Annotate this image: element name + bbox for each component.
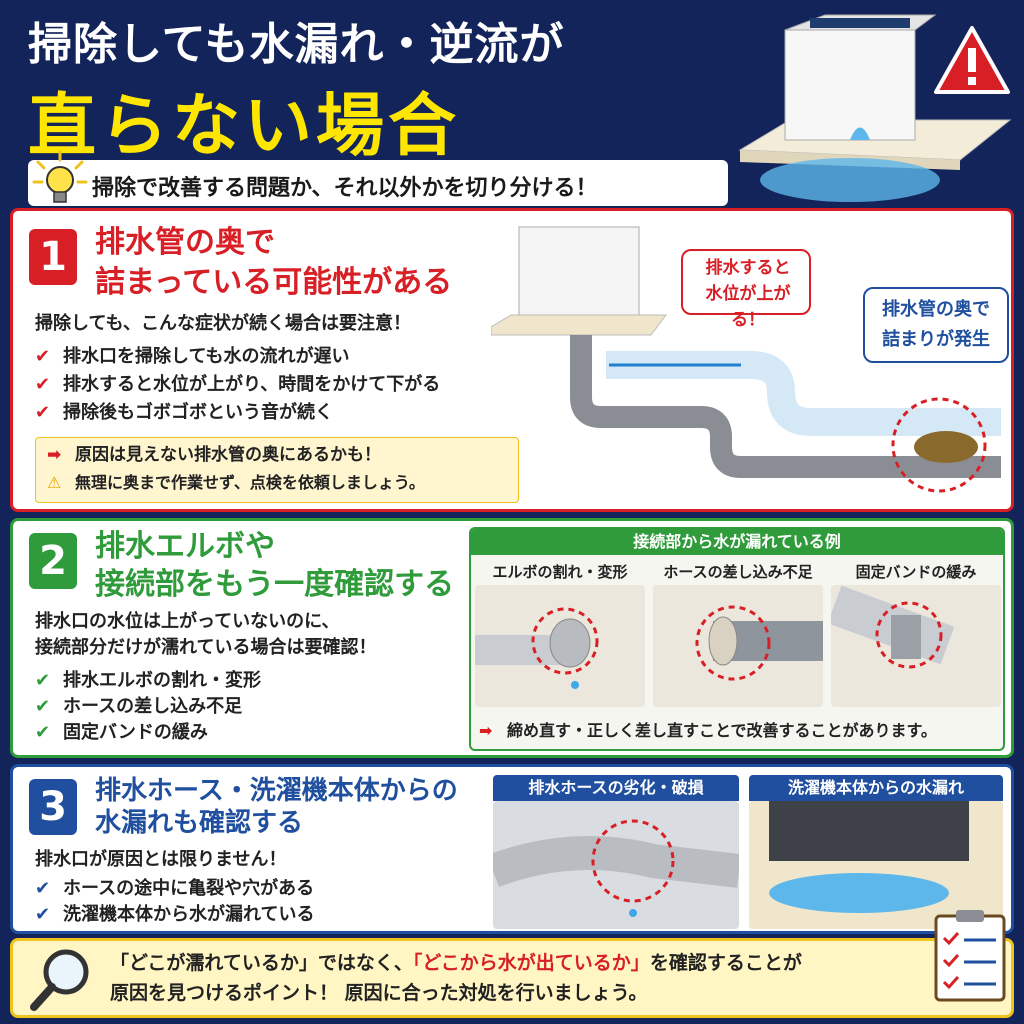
subtitle: 掃除で改善する問題か、それ以外かを切り分ける！ <box>92 176 598 201</box>
washing-machine-illustration <box>738 14 1012 202</box>
check-icon: ✔ <box>35 696 51 717</box>
section-3-number: 3 <box>29 779 77 835</box>
section-1-panel: 1 排水管の奥で 詰まっている可能性がある 掃除しても、こんな症状が続く場合は要… <box>10 208 1014 512</box>
section-2-title-line1: 排水エルボや <box>95 529 275 564</box>
section-1-check-1: ✔排水口を掃除しても水の流れが遅い <box>35 343 350 371</box>
checklist-icon <box>934 910 1006 1002</box>
bubble-left-text: 排水すると水位が上がる！ <box>705 258 791 330</box>
photo-2-label: 洗濯機本体からの水漏れ <box>749 775 1003 801</box>
footer-text: 「どこが濡れているか」ではなく、「どこから水が出ているか」を確認することが 原因… <box>110 952 802 1004</box>
magnifier-icon <box>30 949 89 1011</box>
check-icon: ✔ <box>35 346 51 367</box>
lightbulb-icon <box>32 150 88 203</box>
speech-bubble-left <box>681 249 811 315</box>
section-2-check-3: ✔固定バンドの緩み <box>35 719 208 747</box>
title-line2: 直らない場合 <box>28 87 461 166</box>
example-2-caption: ホースの差し込み不足 <box>663 563 813 581</box>
section-1-title-line2: 詰まっている可能性がある <box>95 265 453 300</box>
examples-header: 接続部から水が漏れている例 <box>471 529 1003 555</box>
section-1-check-3: ✔掃除後もゴボゴボという音が続く <box>35 399 333 427</box>
check-icon: ✔ <box>35 402 51 423</box>
section-2-panel: 2 排水エルボや 接続部をもう一度確認する 排水口の水位は上がっていないのに、 … <box>10 518 1014 758</box>
warning-icon <box>934 26 1010 94</box>
section-2-description-line1: 排水口の水位は上がっていないのに、 <box>35 611 340 632</box>
section-1-check-2: ✔排水すると水位が上がり、時間をかけて下がる <box>35 371 440 399</box>
check-icon: ✔ <box>35 670 51 691</box>
arrow-right-icon: ➡ <box>479 721 493 740</box>
section-3-panel: 3 排水ホース・洗濯機本体からの 水漏れも確認する 排水口が原因とは限りません！… <box>10 764 1014 934</box>
section-1-cause-note: ➡原因は見えない排水管の奥にあるかも！ <box>47 441 381 469</box>
warning-small-icon: ⚠ <box>47 473 62 492</box>
section-2-check-2: ✔ホースの差し込み不足 <box>35 693 242 721</box>
example-2-photo <box>653 585 823 707</box>
example-1-caption: エルボの割れ・変形 <box>492 563 628 581</box>
title-line1: 掃除しても水漏れ・逆流が <box>28 19 565 70</box>
section-2-description-line2: 接続部分だけが濡れている場合は要確認！ <box>35 637 377 658</box>
section-3-check-1: ✔ホースの途中に亀裂や穴がある <box>35 875 314 903</box>
speech-bubble-right <box>863 287 1009 363</box>
check-icon: ✔ <box>35 904 51 925</box>
machine-leak-photo <box>749 801 1003 929</box>
check-icon: ✔ <box>35 374 51 395</box>
photo-1-label: 排水ホースの劣化・破損 <box>493 775 739 801</box>
section-1-number: 1 <box>29 229 77 285</box>
check-icon: ✔ <box>35 878 51 899</box>
section-1-warning-note: ⚠無理に奥まで作業せず、点検を依頼しましょう。 <box>47 469 425 497</box>
drain-pipe-illustration <box>491 226 1001 493</box>
section-2-title-line2: 接続部をもう一度確認する <box>95 567 455 602</box>
subtitle-box <box>28 160 728 206</box>
check-icon: ✔ <box>35 722 51 743</box>
bubble-right-text: 排水管の奥で詰まりが発生 <box>882 299 990 350</box>
example-3-caption: 固定バンドの緩み <box>855 563 977 581</box>
arrow-right-icon: ➡ <box>47 445 62 465</box>
section-3-check-2: ✔洗濯機本体から水が漏れている <box>35 901 314 929</box>
example-3-photo <box>831 585 1001 707</box>
section-2-check-1: ✔排水エルボの割れ・変形 <box>35 667 261 695</box>
section-3-description: 排水口が原因とは限りません！ <box>35 849 287 870</box>
section-3-title-line1: 排水ホース・洗濯機本体からの <box>95 776 458 806</box>
section-3-title-line2: 水漏れも確認する <box>95 808 304 838</box>
example-1-photo <box>475 585 645 707</box>
section-2-fix-note: ➡締め直す・正しく差し直すことで改善することがあります。 <box>479 717 937 745</box>
footer-box <box>10 938 1014 1018</box>
section-1-description: 掃除しても、こんな症状が続く場合は要注意！ <box>35 313 412 334</box>
section-1-title-line1: 排水管の奥で <box>95 225 275 260</box>
section-1-note-box <box>35 437 519 503</box>
hose-damage-photo <box>493 801 739 929</box>
section-2-number: 2 <box>29 533 77 589</box>
